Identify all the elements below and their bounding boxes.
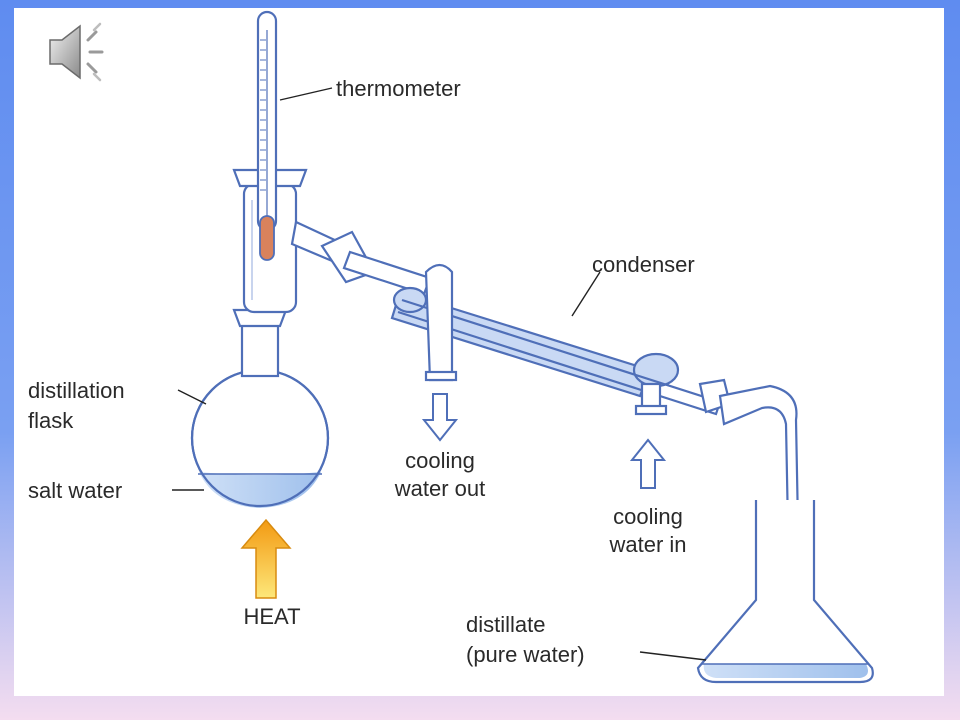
flask-leader <box>177 389 207 405</box>
distillate-leader <box>639 651 707 661</box>
thermometer-bulb <box>259 215 275 261</box>
label-distillate-line1: distillate <box>466 612 545 637</box>
cooling-water-out-arrow <box>421 393 459 442</box>
label-salt-water: salt water <box>28 478 122 503</box>
distillate-liquid <box>703 664 868 678</box>
thermometer-leader <box>279 87 333 101</box>
side-arm <box>290 220 432 296</box>
label-cooling-out-line2: water out <box>394 476 486 501</box>
label-cooling-out-line1: cooling <box>405 448 475 473</box>
label-cooling-in-line2: water in <box>608 532 686 557</box>
thermometer <box>256 10 278 261</box>
label-heat: HEAT <box>243 604 300 629</box>
label-distillate-line2: (pure water) <box>466 642 585 667</box>
label-flask-line2: flask <box>28 408 74 433</box>
label-cooling-in-line1: cooling <box>613 504 683 529</box>
label-condenser: condenser <box>592 252 695 277</box>
label-thermometer: thermometer <box>336 76 461 101</box>
receiving-flask <box>696 500 874 684</box>
cooling-water-in-arrow <box>629 438 667 489</box>
label-flask-line1: distillation <box>28 378 125 403</box>
heat-arrow <box>240 518 292 599</box>
distillation-flask <box>190 308 330 508</box>
condenser-leader <box>571 271 601 317</box>
speaker-icon[interactable] <box>49 22 104 82</box>
